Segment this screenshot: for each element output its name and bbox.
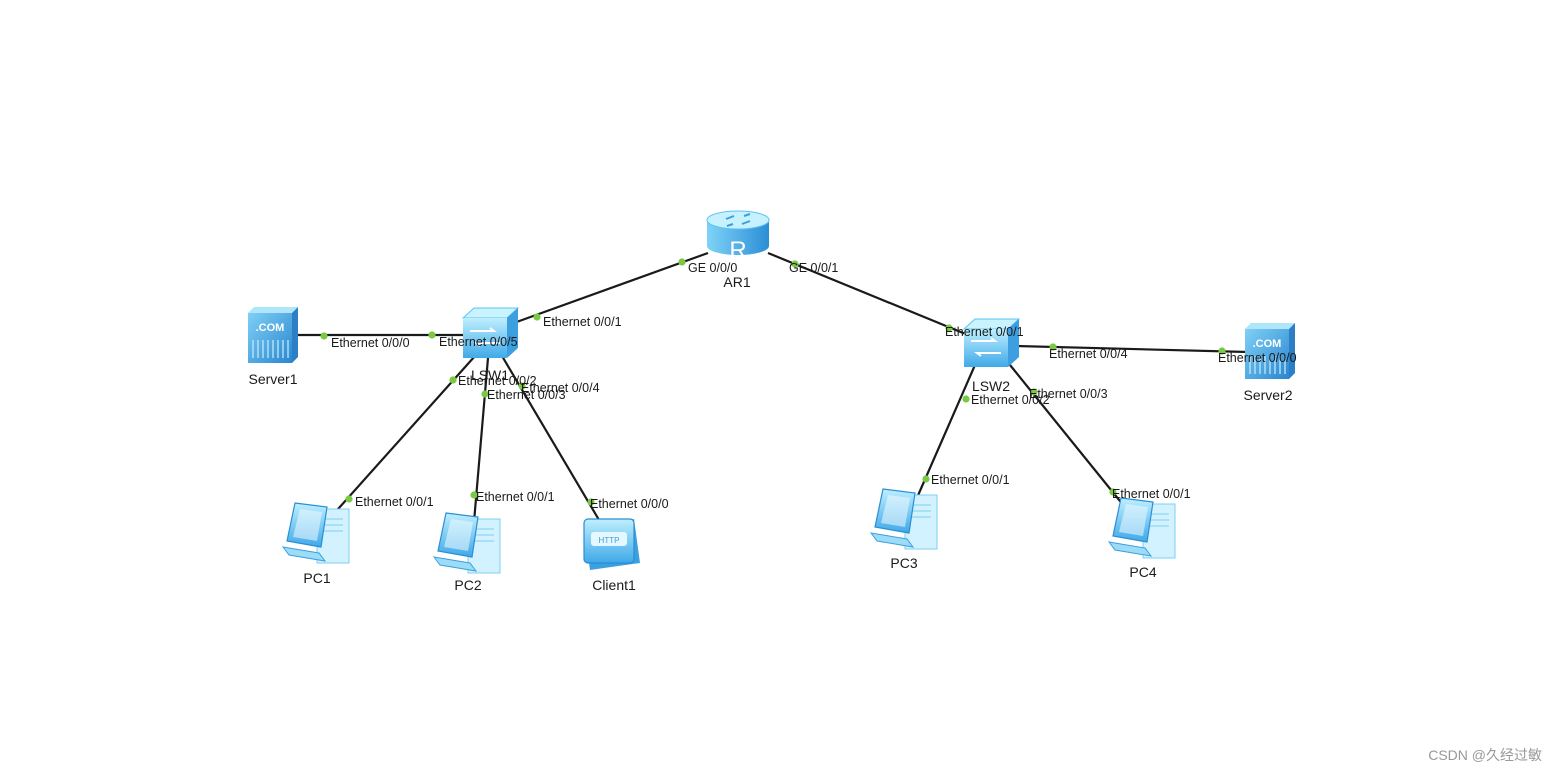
port-dot (1218, 347, 1226, 355)
server-icon-text: .COM (256, 322, 285, 334)
server-icon-text: .COM (1253, 338, 1282, 350)
port-dot (1049, 343, 1057, 351)
router-ar1[interactable]: R AR1 (706, 210, 770, 290)
port-label-lsw1-eth-0-0-4: Ethernet 0/0/4 (521, 381, 600, 395)
link-lsw1-client1[interactable] (501, 355, 603, 526)
port-dot (587, 498, 595, 506)
link-ar1-lsw1[interactable] (510, 251, 709, 326)
port-dot (345, 495, 353, 503)
port-dot (962, 395, 970, 403)
port-dot (791, 260, 799, 268)
switch-lsw2[interactable]: LSW2 (962, 318, 1021, 394)
switch-lsw1[interactable]: LSW1 (461, 307, 520, 383)
switch-icon (461, 307, 520, 358)
port-label-lsw2-eth-0-0-3: Ethernet 0/0/3 (1029, 387, 1108, 401)
server-icon: .COM (248, 307, 298, 363)
pc-pc4[interactable]: PC4 (1107, 497, 1176, 580)
port-labels: GE 0/0/0 Ethernet 0/0/1 GE 0/0/1 Etherne… (331, 261, 1297, 511)
port-dot (449, 376, 457, 384)
client-icon-text: HTTP (599, 536, 620, 545)
device-label-pc3: PC3 (890, 555, 917, 571)
watermark: CSDN @久经过敏 (1428, 747, 1542, 763)
pc-pc2[interactable]: PC2 (432, 512, 501, 593)
device-label-pc4: PC4 (1129, 564, 1156, 580)
link-lsw2-pc4[interactable] (1009, 364, 1125, 507)
port-dot (1109, 488, 1117, 496)
router-icon-letter: R (729, 237, 746, 264)
port-label-pc4-eth-0-0-1: Ethernet 0/0/1 (1112, 487, 1191, 501)
port-dot (922, 475, 930, 483)
port-dot (518, 382, 526, 390)
link-ar1-lsw2[interactable] (767, 251, 969, 337)
server-server1[interactable]: .COM Server1 (248, 307, 298, 387)
pc-pc3[interactable]: PC3 (869, 488, 938, 571)
port-dot (470, 491, 478, 499)
port-dot (428, 331, 436, 339)
device-label-client1: Client1 (592, 577, 636, 593)
device-label-server1: Server1 (248, 371, 297, 387)
port-dot (678, 258, 686, 266)
device-label-pc1: PC1 (303, 570, 330, 586)
client-client1[interactable]: HTTP Client1 (583, 518, 640, 593)
port-label-client1-eth-0-0-0: Ethernet 0/0/0 (590, 497, 669, 511)
pc-icon (1107, 497, 1176, 559)
port-label-ar1-ge-0-0-1: GE 0/0/1 (789, 261, 838, 275)
pc-pc1[interactable]: PC1 (281, 502, 350, 586)
port-label-lsw2-eth-0-0-2: Ethernet 0/0/2 (971, 393, 1050, 407)
pc-icon (869, 488, 938, 550)
server-icon: .COM (1245, 323, 1295, 379)
port-label-lsw1-eth-0-0-2: Ethernet 0/0/2 (458, 374, 537, 388)
port-dot (1030, 388, 1038, 396)
port-dot (945, 324, 953, 332)
port-label-lsw2-eth-0-0-1: Ethernet 0/0/1 (945, 325, 1024, 339)
switch-icon (962, 318, 1021, 367)
pc-icon (281, 502, 350, 564)
port-label-ar1-ge-0-0-0: GE 0/0/0 (688, 261, 737, 275)
device-label-lsw1: LSW1 (471, 367, 509, 383)
server-server2[interactable]: .COM Server2 (1243, 323, 1295, 403)
link-lsw1-pc1[interactable] (329, 355, 476, 519)
port-label-lsw1-eth-0-0-5: Ethernet 0/0/5 (439, 335, 518, 349)
port-dot (481, 390, 489, 398)
device-label-server2: Server2 (1243, 387, 1292, 403)
port-dot (533, 313, 541, 321)
port-label-lsw1-eth-0-0-3: Ethernet 0/0/3 (487, 388, 566, 402)
port-label-pc1-eth-0-0-1: Ethernet 0/0/1 (355, 495, 434, 509)
port-label-lsw1-eth-0-0-1: Ethernet 0/0/1 (543, 315, 622, 329)
port-label-lsw2-eth-0-0-4: Ethernet 0/0/4 (1049, 347, 1128, 361)
port-label-server1-eth-0-0-0: Ethernet 0/0/0 (331, 336, 410, 350)
port-dots (320, 258, 1226, 506)
port-label-pc2-eth-0-0-1: Ethernet 0/0/1 (476, 490, 555, 504)
port-label-server2-eth-0-0-0: Ethernet 0/0/0 (1218, 351, 1297, 365)
router-icon: R (706, 210, 770, 264)
client-icon: HTTP (583, 518, 640, 570)
pc-icon (432, 512, 501, 574)
port-dot (320, 332, 328, 340)
port-label-pc3-eth-0-0-1: Ethernet 0/0/1 (931, 473, 1010, 487)
device-label-pc2: PC2 (454, 577, 481, 593)
device-label-lsw2: LSW2 (972, 378, 1010, 394)
device-label-ar1: AR1 (723, 274, 750, 290)
